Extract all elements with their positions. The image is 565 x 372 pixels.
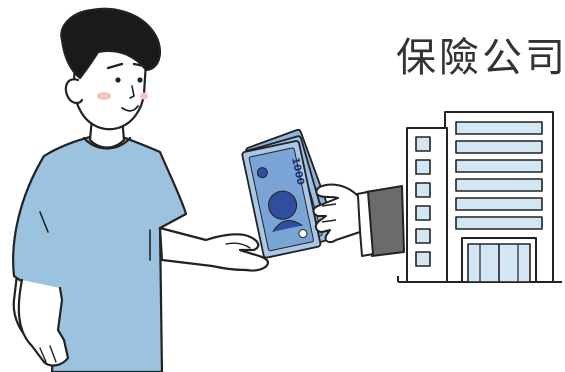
- giving-hand-icon: [312, 183, 361, 244]
- sleeve-icon: [356, 185, 405, 257]
- banknotes-icon: 1000: [241, 128, 337, 259]
- company-label: 保險公司: [396, 35, 565, 81]
- man-icon: [12, 7, 270, 372]
- office-building-icon: [397, 111, 562, 283]
